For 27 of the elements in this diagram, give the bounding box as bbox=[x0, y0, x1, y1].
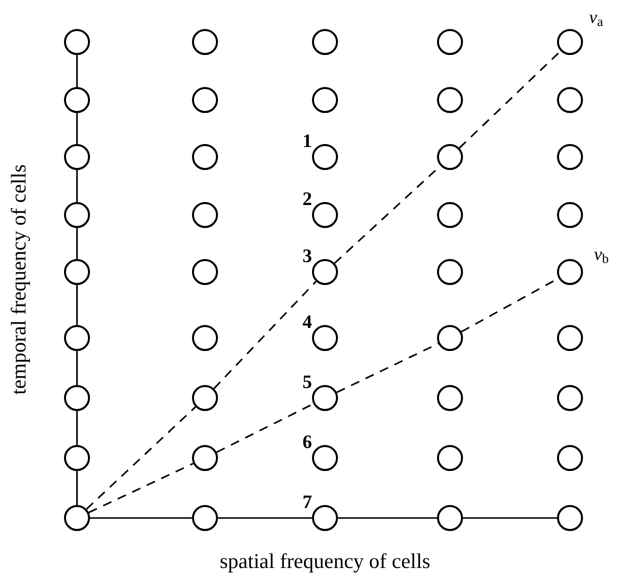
axis-line bbox=[76, 55, 78, 87]
dashed-line bbox=[336, 342, 439, 394]
dashed-line bbox=[216, 403, 314, 453]
axis-line bbox=[463, 517, 557, 519]
callout-number: 1 bbox=[302, 132, 312, 151]
axis-title: spatial frequency of cells bbox=[218, 551, 432, 572]
dashed-line bbox=[213, 280, 317, 390]
axis-line bbox=[90, 517, 192, 519]
axis-line bbox=[338, 517, 437, 519]
callout-number: 3 bbox=[302, 247, 312, 266]
axis-title: temporal frequency of cells bbox=[8, 163, 30, 397]
axis-line bbox=[76, 228, 78, 259]
axis-line bbox=[76, 351, 78, 385]
callout-number: 5 bbox=[302, 373, 312, 392]
axis-line bbox=[76, 411, 78, 445]
callout-number: 7 bbox=[302, 493, 312, 512]
callout-number: 6 bbox=[302, 433, 312, 452]
axis-line bbox=[76, 471, 78, 505]
axis-line bbox=[76, 285, 78, 325]
axis-line bbox=[76, 170, 78, 202]
dashed-line bbox=[86, 406, 196, 510]
dashed-line bbox=[458, 50, 562, 149]
axis-line bbox=[76, 113, 78, 144]
callout-number: 2 bbox=[302, 190, 312, 209]
axis-line bbox=[218, 517, 312, 519]
dashed-line bbox=[88, 462, 194, 514]
callout-number: 4 bbox=[302, 313, 312, 332]
